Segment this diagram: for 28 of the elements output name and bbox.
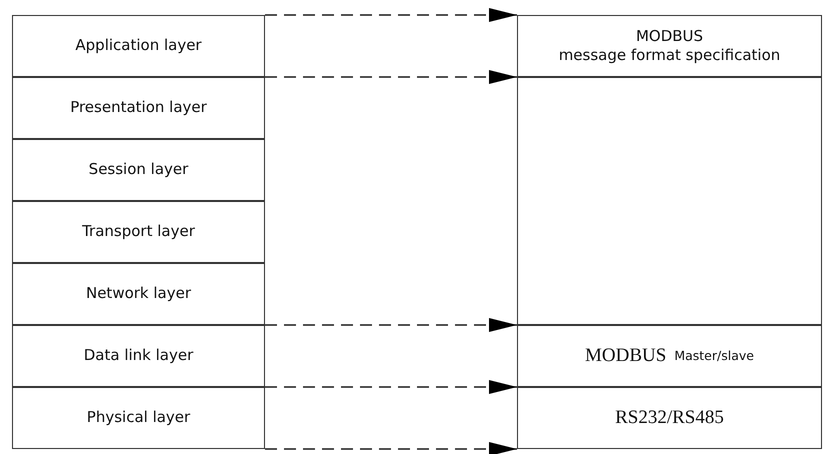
dashed-arrow	[265, 380, 517, 394]
layer-box	[12, 77, 265, 139]
dashed-arrow	[265, 8, 517, 22]
empty-box	[517, 77, 822, 325]
dashed-arrow	[265, 70, 517, 84]
box-label: Network layer	[86, 285, 192, 303]
layer-box	[517, 15, 822, 77]
box-label: Master/slave	[674, 348, 754, 364]
layer-box	[12, 139, 265, 201]
box-label: RS232/RS485	[615, 407, 724, 429]
box-label: MODBUS	[636, 28, 704, 45]
box-label: MODBUS	[585, 345, 666, 367]
layer-box	[12, 387, 265, 449]
layer-box	[12, 325, 265, 387]
box-label: Physical layer	[86, 409, 190, 427]
layer-box	[12, 201, 265, 263]
layer-box	[12, 263, 265, 325]
box-label: Session layer	[88, 161, 188, 179]
box-label: Data link layer	[84, 347, 194, 365]
box-label: message format specification	[558, 47, 780, 64]
layer-box	[517, 325, 822, 387]
layer-box	[12, 15, 265, 77]
box-label: Application layer	[75, 37, 202, 55]
box-label: Transport layer	[82, 223, 195, 241]
box-label: Presentation layer	[70, 99, 207, 117]
layer-box	[517, 387, 822, 449]
dashed-arrow	[265, 442, 517, 454]
dashed-arrow	[265, 318, 517, 332]
